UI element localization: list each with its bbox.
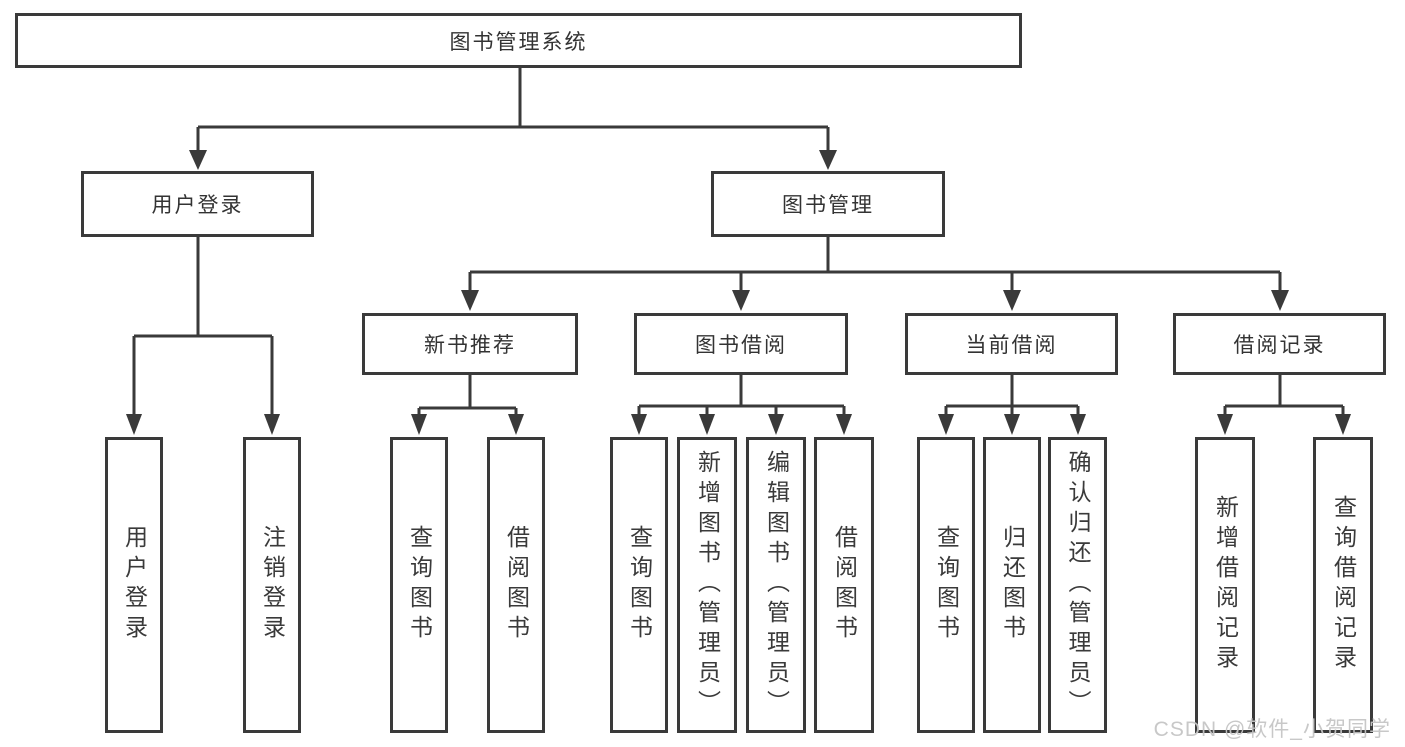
leaf-current-confirm-admin: 确认归还（管理员） bbox=[1048, 437, 1107, 733]
connector-new-books-children bbox=[417, 375, 518, 416]
arrow-book-borrow bbox=[732, 290, 750, 311]
connector-user-login-children bbox=[132, 237, 274, 416]
connector-root-to-level1 bbox=[196, 68, 830, 151]
arrow-bb-query bbox=[631, 414, 647, 435]
leaf-current-return: 归还图书 bbox=[983, 437, 1041, 733]
connector-book-borrow-children bbox=[637, 375, 846, 416]
node-current-borrow-label: 当前借阅 bbox=[965, 334, 1058, 357]
leaf-borrow-add-admin: 新增图书（管理员） bbox=[677, 437, 737, 733]
leaf-records-add: 新增借阅记录 bbox=[1195, 437, 1255, 733]
connector-book-management-sections bbox=[468, 237, 1282, 292]
node-book-borrow-label: 图书借阅 bbox=[695, 334, 787, 357]
leaf-current-query-label: 查询图书 bbox=[933, 525, 960, 645]
node-user-login-label: 用户登录 bbox=[151, 194, 244, 217]
arrow-bb-edit bbox=[768, 414, 784, 435]
leaf-user-login-label: 用户登录 bbox=[121, 525, 148, 645]
leaf-borrow-query: 查询图书 bbox=[610, 437, 668, 733]
arrow-current-borrow bbox=[1003, 290, 1021, 311]
leaf-new-books-borrow-label: 借阅图书 bbox=[503, 525, 530, 645]
arrow-nb-borrow bbox=[508, 414, 524, 435]
leaf-borrow-query-label: 查询图书 bbox=[626, 525, 653, 645]
arrow-cb-query bbox=[938, 414, 954, 435]
leaf-borrow-edit-admin: 编辑图书（管理员） bbox=[746, 437, 806, 733]
leaf-borrow-edit-admin-label: 编辑图书（管理员） bbox=[763, 450, 790, 720]
leaf-logout-login-label: 注销登录 bbox=[259, 525, 286, 645]
arrow-bb-borrow bbox=[836, 414, 852, 435]
leaf-current-return-label: 归还图书 bbox=[999, 525, 1026, 645]
node-borrow-records-label: 借阅记录 bbox=[1233, 334, 1326, 357]
arrow-cb-confirm bbox=[1070, 414, 1086, 435]
leaf-new-books-query: 查询图书 bbox=[390, 437, 448, 733]
node-book-management: 图书管理 bbox=[711, 171, 945, 237]
node-root: 图书管理系统 bbox=[15, 13, 1022, 68]
arrow-leaf-logout bbox=[264, 414, 280, 435]
leaf-records-query: 查询借阅记录 bbox=[1313, 437, 1373, 733]
leaf-new-books-borrow: 借阅图书 bbox=[487, 437, 545, 733]
arrow-book-management bbox=[819, 150, 837, 170]
leaf-records-query-label: 查询借阅记录 bbox=[1330, 495, 1357, 675]
arrow-nb-query bbox=[411, 414, 427, 435]
leaf-records-add-label: 新增借阅记录 bbox=[1212, 495, 1239, 675]
arrow-br-add bbox=[1217, 414, 1233, 435]
arrow-br-query bbox=[1335, 414, 1351, 435]
node-book-borrow: 图书借阅 bbox=[634, 313, 848, 375]
leaf-borrow-add-admin-label: 新增图书（管理员） bbox=[694, 450, 721, 720]
node-root-label: 图书管理系统 bbox=[449, 30, 588, 54]
node-borrow-records: 借阅记录 bbox=[1173, 313, 1386, 375]
leaf-new-books-query-label: 查询图书 bbox=[406, 525, 433, 645]
node-current-borrow: 当前借阅 bbox=[905, 313, 1118, 375]
arrow-cb-return bbox=[1004, 414, 1020, 435]
leaf-logout-login: 注销登录 bbox=[243, 437, 301, 733]
leaf-user-login: 用户登录 bbox=[105, 437, 163, 733]
arrow-borrow-records bbox=[1271, 290, 1289, 311]
node-book-management-label: 图书管理 bbox=[782, 194, 874, 217]
node-user-login: 用户登录 bbox=[81, 171, 314, 237]
leaf-current-confirm-admin-label: 确认归还（管理员） bbox=[1065, 450, 1091, 720]
arrow-user-login bbox=[189, 150, 207, 170]
arrow-leaf-user-login bbox=[126, 414, 142, 435]
arrow-bb-add bbox=[699, 414, 715, 435]
leaf-current-query: 查询图书 bbox=[917, 437, 975, 733]
node-new-book-recommend: 新书推荐 bbox=[362, 313, 578, 375]
leaf-borrow-borrow: 借阅图书 bbox=[814, 437, 874, 733]
leaf-borrow-borrow-label: 借阅图书 bbox=[831, 525, 858, 645]
node-new-book-recommend-label: 新书推荐 bbox=[424, 334, 516, 357]
arrowheads bbox=[126, 150, 1351, 435]
connector-current-borrow-children bbox=[944, 375, 1080, 416]
arrow-new-books bbox=[461, 290, 479, 311]
connector-borrow-records-children bbox=[1223, 375, 1345, 416]
